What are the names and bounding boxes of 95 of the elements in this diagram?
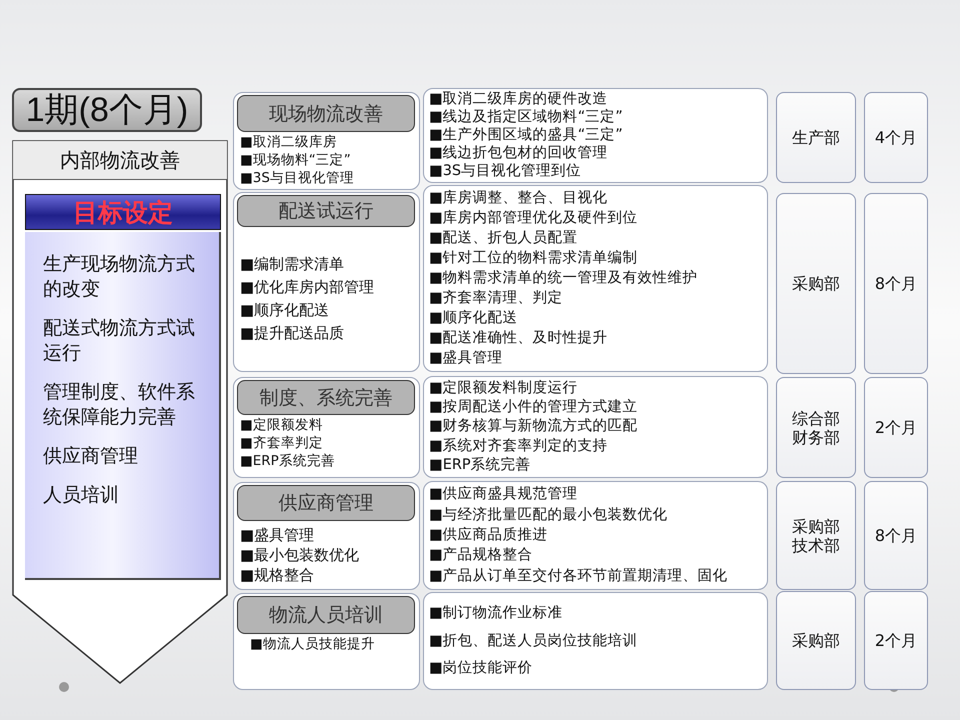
bullet-item: ■供应商品质推进 (429, 526, 549, 544)
bullet-item: ■线边折包包材的回收管理 (429, 145, 609, 162)
duration-label: 8个月 (874, 274, 918, 293)
duration-label: 8个月 (874, 526, 918, 545)
duration-box (864, 481, 928, 590)
phase-header (237, 195, 415, 227)
bullet-item: ■系统对齐套率判定的支持 (429, 438, 609, 455)
department-box (776, 193, 856, 374)
phase-box (233, 377, 420, 478)
section-title: 目标设定 (73, 196, 173, 228)
bullet-item: ■最小包装数优化 (240, 546, 360, 564)
bullet-item: ■齐套率清理、判定 (429, 290, 564, 307)
bullet-item: ■现场物料“三定” (240, 152, 352, 169)
duration-box (864, 591, 928, 690)
bullet-item: ■岗位技能评价 (429, 660, 534, 678)
bullet-item: ■针对工位的物料需求清单编制 (429, 250, 639, 267)
chevron-panel (12, 140, 228, 685)
bullet-item: ■定限额发料制度运行 (429, 380, 579, 398)
goal-item: 配送式物流方式试运行 (43, 316, 196, 366)
phase-title: 配送试运行 (278, 199, 374, 224)
department-label: 生产部 (792, 128, 840, 147)
bullet-item: ■产品规格整合 (429, 547, 534, 564)
phase-box (233, 92, 420, 190)
bullet-item: ■优化库房内部管理 (240, 278, 376, 297)
bullet-item: ■折包、配送人员岗位技能培训 (429, 632, 639, 650)
bullet-item: ■库房内部管理优化及硬件到位 (429, 210, 639, 227)
duration-box (864, 193, 928, 374)
duration-label: 2个月 (874, 631, 918, 650)
bullet-item: ■物流人员技能提升 (249, 636, 376, 653)
bullet-item: ■配送、折包人员配置 (429, 230, 579, 247)
goal-item: 生产现场物流方式的改变 (43, 252, 196, 302)
bullet-item: ■齐套率判定 (240, 435, 324, 452)
duration-box (864, 92, 928, 183)
bullet-item: ■顺序化配送 (429, 310, 519, 327)
department-label: 采购部 (792, 274, 840, 293)
phase-box (233, 593, 420, 690)
task-list-box (423, 592, 768, 690)
department-label: 采购部 (792, 516, 840, 536)
bullet-item: ■提升配送品质 (240, 324, 346, 343)
task-list-box (423, 185, 768, 372)
department-label: 综合部 (792, 408, 840, 428)
phase-title: 制度、系统完善 (260, 386, 392, 410)
phase-header (237, 596, 415, 634)
phase-header (237, 380, 415, 415)
department-label: 技术部 (792, 536, 840, 554)
bullet-item: ■生产外围区域的盛具“三定” (429, 127, 624, 144)
bullet-item: ■3S与目视化管理 (240, 170, 355, 187)
bullet-item: ■编制需求清单 (240, 255, 346, 274)
task-list-box (423, 481, 768, 590)
duration-label: 4个月 (874, 128, 918, 147)
bullet-item: ■盛具管理 (429, 350, 504, 367)
phase-header (237, 95, 415, 132)
bullet-item: ■规格整合 (240, 566, 316, 584)
bullet-item: ■取消二级库房的硬件改造 (429, 91, 609, 108)
phase-box (233, 482, 420, 590)
panel-heading: 内部物流改善 (13, 141, 227, 180)
bullet-item: ■物料需求清单的统一管理及有效性维护 (429, 270, 699, 287)
section-title-bar (25, 194, 221, 230)
department-box (776, 591, 856, 690)
bullet-item: ■顺序化配送 (240, 301, 330, 320)
task-list-box (423, 88, 768, 183)
phase-box (233, 192, 420, 372)
bullet-item: ■ERP系统完善 (240, 453, 336, 470)
bullet-item: ■与经济批量匹配的最小包装数优化 (429, 506, 669, 524)
department-box (776, 377, 856, 478)
bullet-item: ■财务核算与新物流方式的匹配 (429, 418, 639, 436)
duration-box (864, 377, 928, 478)
goal-item: 人员培训 (43, 483, 120, 508)
phase-title: 物流人员培训 (269, 603, 383, 628)
bullet-item: ■库房调整、整合、目视化 (429, 190, 609, 207)
bullet-item: ■线边及指定区域物料“三定” (429, 109, 624, 126)
period-title: 1期(8个月) (26, 90, 188, 131)
department-label: 财务部 (792, 428, 840, 446)
phase-title: 供应商管理 (278, 491, 374, 516)
goal-panel (25, 232, 221, 580)
bullet-item: ■配送准确性、及时性提升 (429, 330, 609, 347)
bullet-item: ■制订物流作业标准 (429, 604, 564, 622)
bullet-item: ■产品从订单至交付各环节前置期清理、固化 (429, 568, 729, 585)
bullet-item: ■盛具管理 (240, 526, 316, 544)
goal-item: 管理制度、软件系统保障能力完善 (43, 380, 196, 430)
bullet-item: ■供应商盛具规范管理 (429, 486, 579, 504)
bullet-item: ■ERP系统完善 (429, 456, 532, 474)
period-title-box (12, 88, 202, 132)
department-label: 采购部 (792, 631, 840, 650)
bullet-item: ■取消二级库房 (240, 134, 338, 151)
goal-item: 供应商管理 (43, 444, 139, 469)
task-list-box (423, 376, 768, 478)
phase-header (237, 485, 415, 521)
phase-title: 现场物流改善 (269, 102, 383, 126)
department-box (776, 481, 856, 590)
duration-label: 2个月 (874, 418, 918, 437)
bullet-item: ■3S与目视化管理到位 (429, 163, 582, 180)
bullet-item: ■定限额发料 (240, 417, 324, 434)
bullet-item: ■按周配送小件的管理方式建立 (429, 399, 639, 416)
department-box (776, 92, 856, 183)
